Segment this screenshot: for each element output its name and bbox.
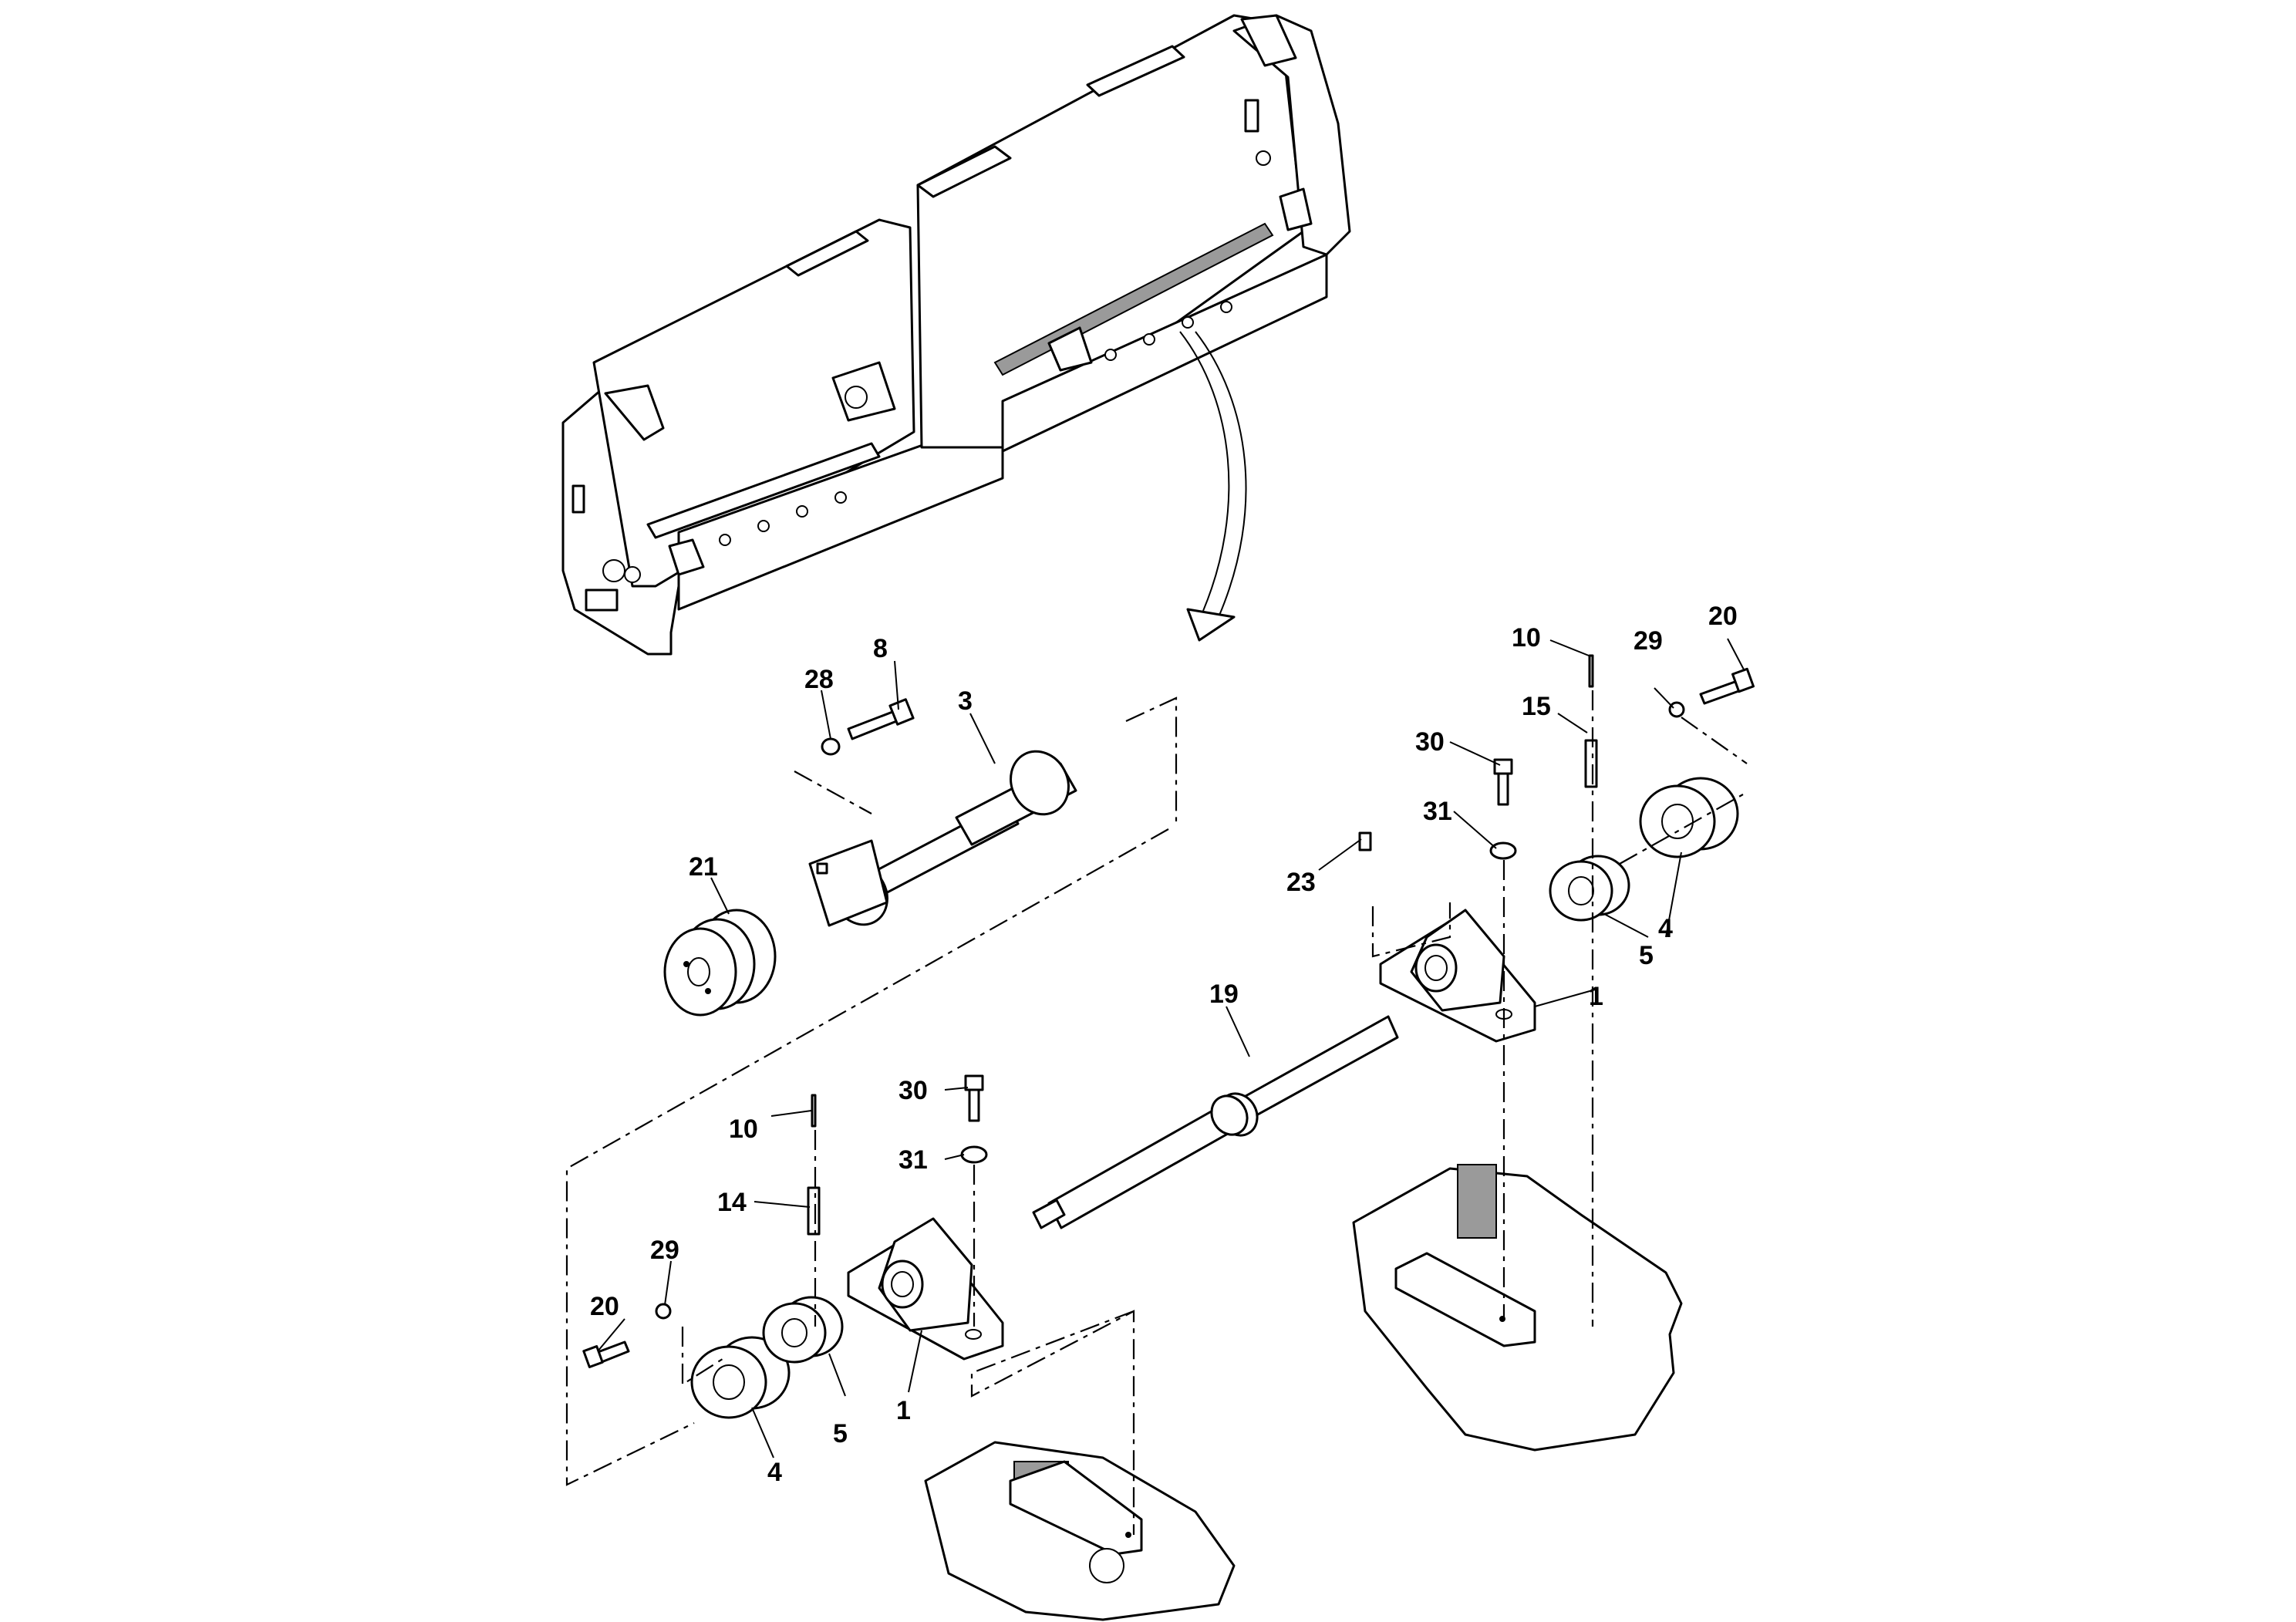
left-pillow-block: [847, 1217, 1004, 1361]
callout-5-bottom: 5: [833, 1419, 848, 1448]
callout-1-bottom: 1: [896, 1396, 911, 1425]
callout-20-top: 20: [1708, 602, 1738, 631]
callout-1-top: 1: [1589, 982, 1603, 1011]
frame-assembly: [561, 14, 1351, 656]
callout-30-top: 30: [1415, 727, 1445, 757]
main-shaft: [1032, 1015, 1399, 1229]
callout-29-top: 29: [1633, 626, 1663, 656]
callout-4-bottom: 4: [767, 1458, 782, 1487]
callout-10-bottom: 10: [729, 1114, 758, 1144]
hardware: [582, 654, 1755, 1368]
callout-8: 8: [873, 634, 888, 663]
callout-19: 19: [1209, 980, 1239, 1009]
callout-10-top: 10: [1512, 623, 1541, 653]
right-pillow-block: [1379, 909, 1536, 1043]
callout-labels: 8 28 3 21 19 23 30 31 10 15 29 20 4 5 1 …: [590, 602, 1738, 1487]
callout-29-bottom: 29: [650, 1236, 679, 1265]
callout-3: 3: [958, 686, 973, 716]
callout-31-top: 31: [1423, 797, 1452, 826]
center-lines: [565, 690, 1748, 1535]
drive-shaft: [808, 750, 1077, 927]
pulley: [663, 909, 777, 1017]
callout-15: 15: [1522, 692, 1551, 721]
leader-lines: [597, 638, 1745, 1458]
callout-5-top: 5: [1639, 941, 1654, 970]
callout-28: 28: [804, 665, 834, 694]
collars: [690, 777, 1739, 1419]
callout-14: 14: [717, 1188, 747, 1217]
mounting-plates: [924, 1164, 1683, 1621]
callout-21: 21: [689, 852, 718, 882]
callout-4-top: 4: [1658, 914, 1673, 943]
callout-30-bottom: 30: [899, 1076, 928, 1105]
detail-arrow: [1179, 331, 1247, 642]
callout-31-bottom: 31: [899, 1145, 928, 1175]
callout-20-bottom: 20: [590, 1292, 619, 1321]
callout-23: 23: [1286, 868, 1316, 897]
